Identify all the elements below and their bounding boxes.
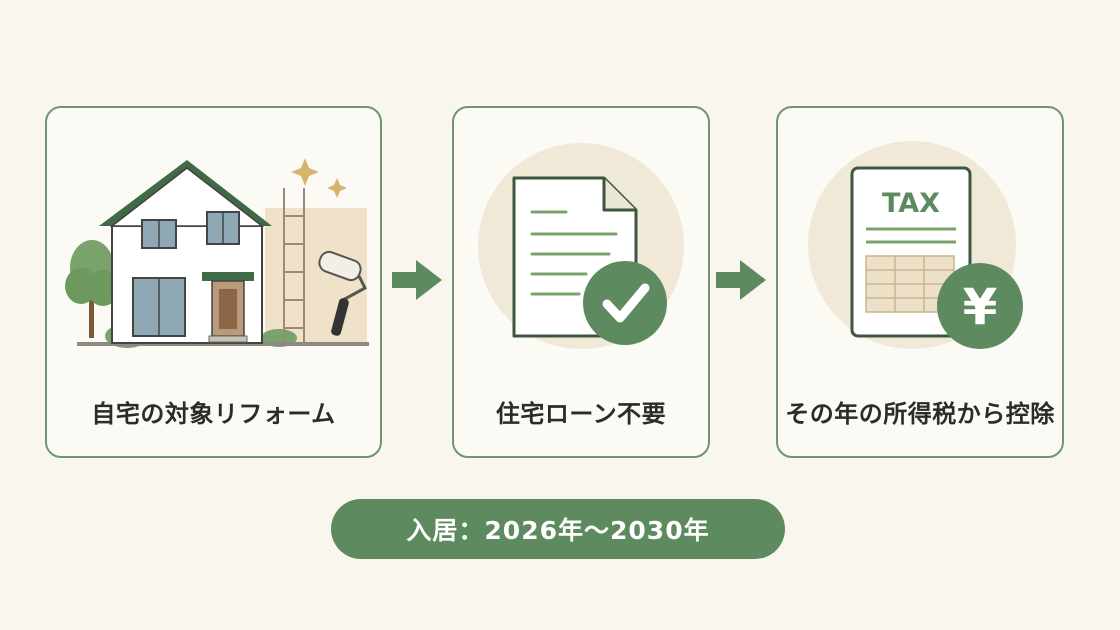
house-icon [99, 160, 272, 344]
tax-title: TAX [882, 188, 940, 219]
yen-coin-icon: ¥ [937, 263, 1023, 349]
period-separator: ： [458, 516, 485, 545]
yen-symbol: ¥ [963, 278, 998, 336]
sparkle-icon [291, 158, 319, 186]
step-card-tax-deduction: TAX ¥ その年の所得税から控除 [776, 106, 1064, 458]
step-card-no-loan: 住宅ローン不要 [452, 106, 710, 458]
step-label: その年の所得税から控除 [785, 400, 1055, 428]
arrow-right-icon [392, 260, 442, 300]
document-check-icon [478, 143, 684, 349]
step-label: 住宅ローン不要 [495, 400, 667, 428]
step-card-renovation: 自宅の対象リフォーム [45, 106, 382, 458]
period-range-mark: 〜 [584, 516, 611, 545]
house-renovation-icon [65, 158, 369, 348]
checkmark-icon [583, 261, 667, 345]
move-in-period-badge: 入居 ： 2026年 〜 2030年 [331, 499, 785, 559]
paint-roller-icon [318, 250, 367, 336]
tree-icon [65, 240, 119, 338]
period-label: 入居 [406, 516, 459, 545]
tax-document-yen-icon: TAX ¥ [808, 141, 1023, 349]
arrow-right-icon [716, 260, 766, 300]
period-start: 2026年 [484, 516, 584, 545]
sparkle-icon [327, 178, 347, 198]
step-label: 自宅の対象リフォーム [91, 400, 336, 428]
scaffold-icon [283, 188, 305, 342]
period-end: 2030年 [610, 516, 710, 545]
